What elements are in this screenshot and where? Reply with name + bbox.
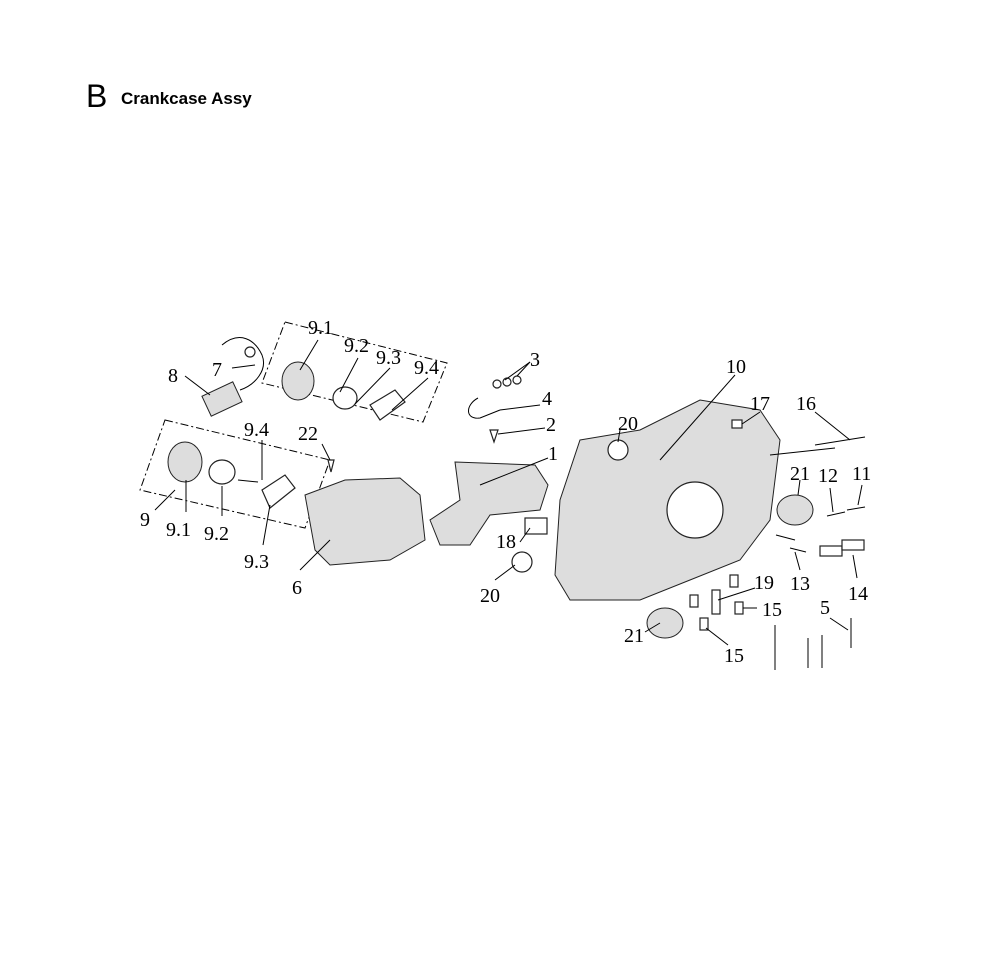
bolts-parts bbox=[689, 419, 866, 670]
callout-label: 9.3 bbox=[244, 551, 269, 573]
seal-part-21b bbox=[646, 607, 684, 639]
callout-label: 16 bbox=[796, 393, 816, 415]
oil-line-parts bbox=[468, 375, 522, 444]
fuel-filter-part bbox=[201, 337, 264, 417]
callout-label: 9.1 bbox=[308, 317, 333, 339]
callout-label: 8 bbox=[168, 365, 178, 387]
callout-label: 9.3 bbox=[376, 347, 401, 369]
callout-label: 9.4 bbox=[414, 357, 439, 379]
callout-label: 19 bbox=[754, 572, 774, 594]
callout-label: 9.4 bbox=[244, 419, 269, 441]
callout-label: 9 bbox=[140, 509, 150, 531]
callout-label: 1 bbox=[548, 443, 558, 465]
bracket-part-18 bbox=[524, 517, 548, 535]
callout-label: 15 bbox=[724, 645, 744, 667]
leader-lines bbox=[154, 339, 863, 646]
callout-label: 9.2 bbox=[344, 335, 369, 357]
fuel-cap-lower-parts bbox=[167, 441, 296, 509]
crankcase-bore bbox=[666, 481, 724, 539]
screw-part bbox=[327, 459, 335, 473]
callout-label: 15 bbox=[762, 599, 782, 621]
callout-label: 12 bbox=[818, 465, 838, 487]
callout-label: 14 bbox=[848, 583, 868, 605]
callout-label: 22 bbox=[298, 423, 318, 445]
crankcase-part-10 bbox=[554, 399, 781, 601]
callout-label: 10 bbox=[726, 356, 746, 378]
bushing-part-20a bbox=[607, 439, 629, 461]
callout-label: 2 bbox=[546, 414, 556, 436]
fuel-cap-upper-parts bbox=[281, 361, 406, 421]
callout-label: 6 bbox=[292, 577, 302, 599]
part-group-box-upper bbox=[261, 321, 448, 423]
callout-labels: 8 7 9.1 9.2 9.3 9.4 9.4 22 9 9.1 9.2 9.3… bbox=[140, 317, 871, 667]
seal-part-21a bbox=[776, 494, 814, 526]
handle-part-1 bbox=[429, 461, 549, 546]
callout-label: 20 bbox=[618, 413, 638, 435]
section-letter: B bbox=[86, 78, 108, 114]
callout-label: 13 bbox=[790, 573, 810, 595]
callout-label: 9.1 bbox=[166, 519, 191, 541]
callout-label: 21 bbox=[790, 463, 810, 485]
callout-label: 21 bbox=[624, 625, 644, 647]
callout-label: 18 bbox=[496, 531, 516, 553]
callout-label: 11 bbox=[852, 463, 871, 485]
part-group-box-lower bbox=[139, 419, 331, 529]
bushing-part-20b bbox=[511, 551, 533, 573]
callout-label: 4 bbox=[542, 388, 552, 410]
page-title: Crankcase Assy bbox=[121, 89, 252, 108]
callout-label: 17 bbox=[750, 393, 770, 415]
callout-label: 20 bbox=[480, 585, 500, 607]
callout-label: 9.2 bbox=[204, 523, 229, 545]
callout-label: 3 bbox=[530, 349, 540, 371]
callout-label: 5 bbox=[820, 597, 830, 619]
callout-label: 7 bbox=[212, 359, 222, 381]
tank-part-6 bbox=[304, 477, 426, 566]
